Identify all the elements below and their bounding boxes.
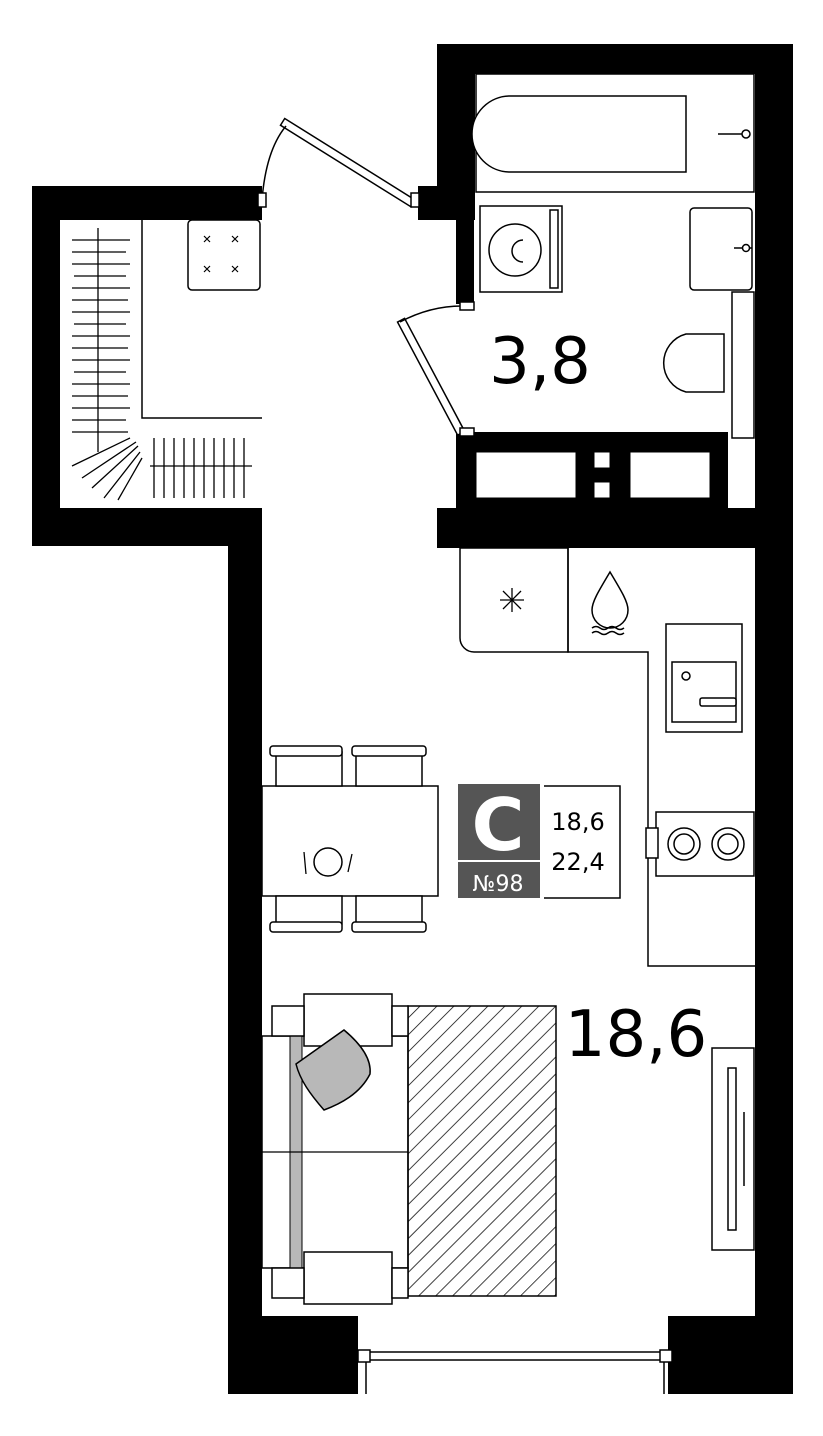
dining-area [261,745,439,933]
bottom-wall-right [668,1316,793,1394]
water-wave-icon-2 [591,630,625,636]
kitchen [459,547,755,967]
bed-blanket [407,1005,557,1297]
badge-area-frame [544,785,621,899]
bathroom-door-swing [399,305,463,323]
closet-hangers-vertical [72,228,130,452]
sink-faucet-knob [741,243,751,253]
washing-machine-panel [549,209,559,289]
chair-top-left [275,751,343,787]
water-wave-icon-1 [591,625,625,631]
closet-left-wall [32,186,60,546]
apartment-badge: С №98 18,6 22,4 [458,783,621,899]
chair-bottom-left [275,895,343,925]
wardrobe [711,1047,755,1251]
bathroom-door-jamb [459,301,475,311]
entrance-door-jamb-right [410,192,420,208]
niche-slot-left [475,451,577,499]
closet-bottom-wall [32,508,262,546]
niche-shelves [475,451,711,499]
badge-background [458,784,540,898]
entrance-door-leaf [279,117,417,208]
toilet-tank [731,291,755,439]
window-frame-top [361,1351,669,1361]
badge-living-area: 18,6 [551,808,604,836]
main-left-wall [228,508,262,1394]
closet-hangers-diagonal [71,437,143,501]
bathroom-sink [689,207,753,291]
bathroom-door-leaf [396,317,466,437]
cooktop-handle [645,827,659,859]
hall-cabinet [187,219,261,291]
bathtub-faucet-knob [741,129,751,139]
kitchen-sink-drain [681,671,691,681]
hall-cabinet-box [187,219,261,291]
entrance-door-swing [261,125,287,201]
dining-table [261,785,439,897]
wardrobe-rail [727,1067,737,1231]
snowflake-icon [500,588,524,612]
badge-apartment-number: №98 [473,872,524,897]
right-outer-wall [755,44,793,1394]
walk-in-closet [71,220,262,501]
bath-left-wall-lower [456,200,474,304]
toilet-bowl [662,333,725,393]
bathroom: 3,8 [396,73,755,439]
niche-slot-right [629,451,711,499]
table-decor-icon [313,847,343,877]
closet-top-wall [32,186,262,220]
hall-cabinet-marks [203,235,239,273]
badge-type-letter: С [472,783,525,867]
niche-slot-center-top [593,451,611,469]
bed-pillow [295,1029,371,1111]
bathroom-area-label: 3,8 [489,325,591,399]
chair-bottom-right [355,895,423,925]
washing-machine-door-mark [511,239,524,263]
entrance-door-jamb-left [257,192,267,208]
balcony-window [357,1349,673,1394]
kitchen-sink-faucet [699,697,737,707]
badge-total-area: 22,4 [551,848,604,876]
kitchen-counter-outline [567,548,755,967]
living-area-label: 18,6 [565,998,708,1072]
water-drop-icon [591,570,629,629]
chair-top-right [355,751,423,787]
washing-machine-drum [488,223,542,277]
niche-slot-center-bottom [593,481,611,499]
bed [261,993,557,1305]
bath-top-wall [437,44,793,74]
bathroom-door-jamb-lower [459,427,475,437]
bathtub-basin [471,95,687,173]
closet-shelf-outline [141,220,262,419]
kitchen-sink-basin [671,661,737,723]
nightstand-bottom [303,1251,393,1305]
bottom-wall-left [228,1316,358,1394]
closet-hangers-horizontal [150,438,252,498]
walls [32,44,793,1394]
entrance-door [257,117,420,208]
